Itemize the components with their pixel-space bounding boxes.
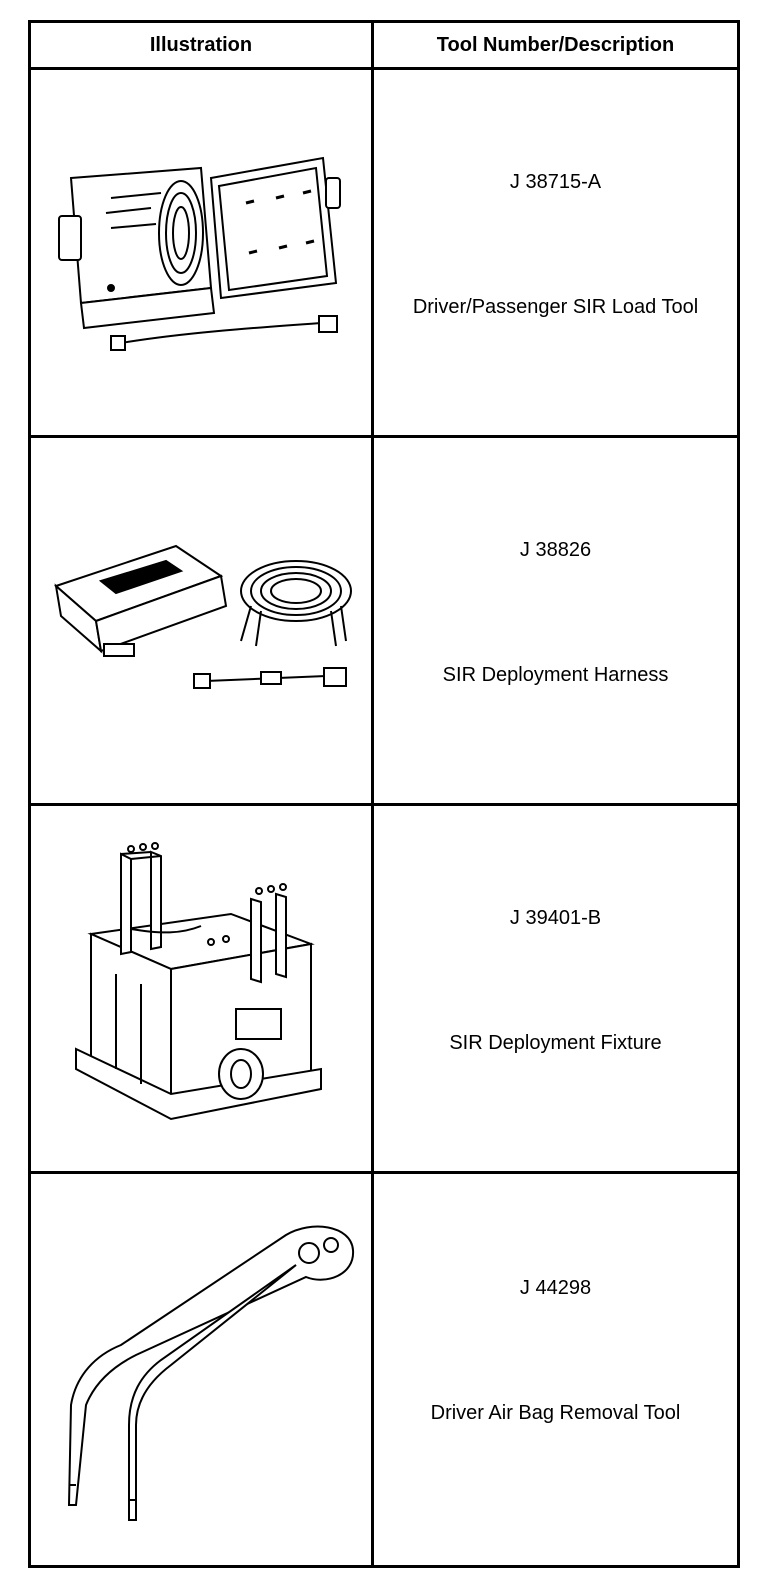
tool-description: Driver/Passenger SIR Load Tool [412,296,699,318]
column-divider [371,23,374,1565]
table-row-3-illustration [31,806,371,1171]
tool-number: J 38826 [519,539,592,561]
tool-description: Driver Air Bag Removal Tool [430,1402,681,1424]
tool-table: Illustration Tool Number/Description [28,20,740,1568]
air-bag-removal-tool-icon [41,1205,361,1535]
header-tool-number-description: Tool Number/Description [436,33,675,56]
table-row-1-illustration [31,70,371,435]
header-illustration: Illustration [149,33,253,56]
tool-description: SIR Deployment Harness [442,664,669,686]
tool-number: J 38715-A [509,171,602,193]
row-divider [31,1171,737,1174]
row-divider [31,435,737,438]
table-row-2-illustration [31,438,371,803]
tool-description: SIR Deployment Fixture [449,1032,662,1054]
table-row-2-description-cell: J 38826 SIR Deployment Harness [374,438,737,803]
table-row-4-description-cell: J 44298 Driver Air Bag Removal Tool [374,1174,737,1565]
row-divider [31,67,737,70]
table-row-4-illustration [31,1174,371,1565]
table-row-3-description-cell: J 39401-B SIR Deployment Fixture [374,806,737,1171]
deployment-fixture-icon [71,834,331,1144]
sir-load-tool-case-icon [51,138,351,368]
row-divider [31,803,737,806]
tool-number: J 39401-B [509,907,602,929]
tool-number: J 44298 [519,1277,592,1299]
table-row-1-description-cell: J 38715-A Driver/Passenger SIR Load Tool [374,70,737,435]
deployment-harness-case-icon [46,536,356,706]
